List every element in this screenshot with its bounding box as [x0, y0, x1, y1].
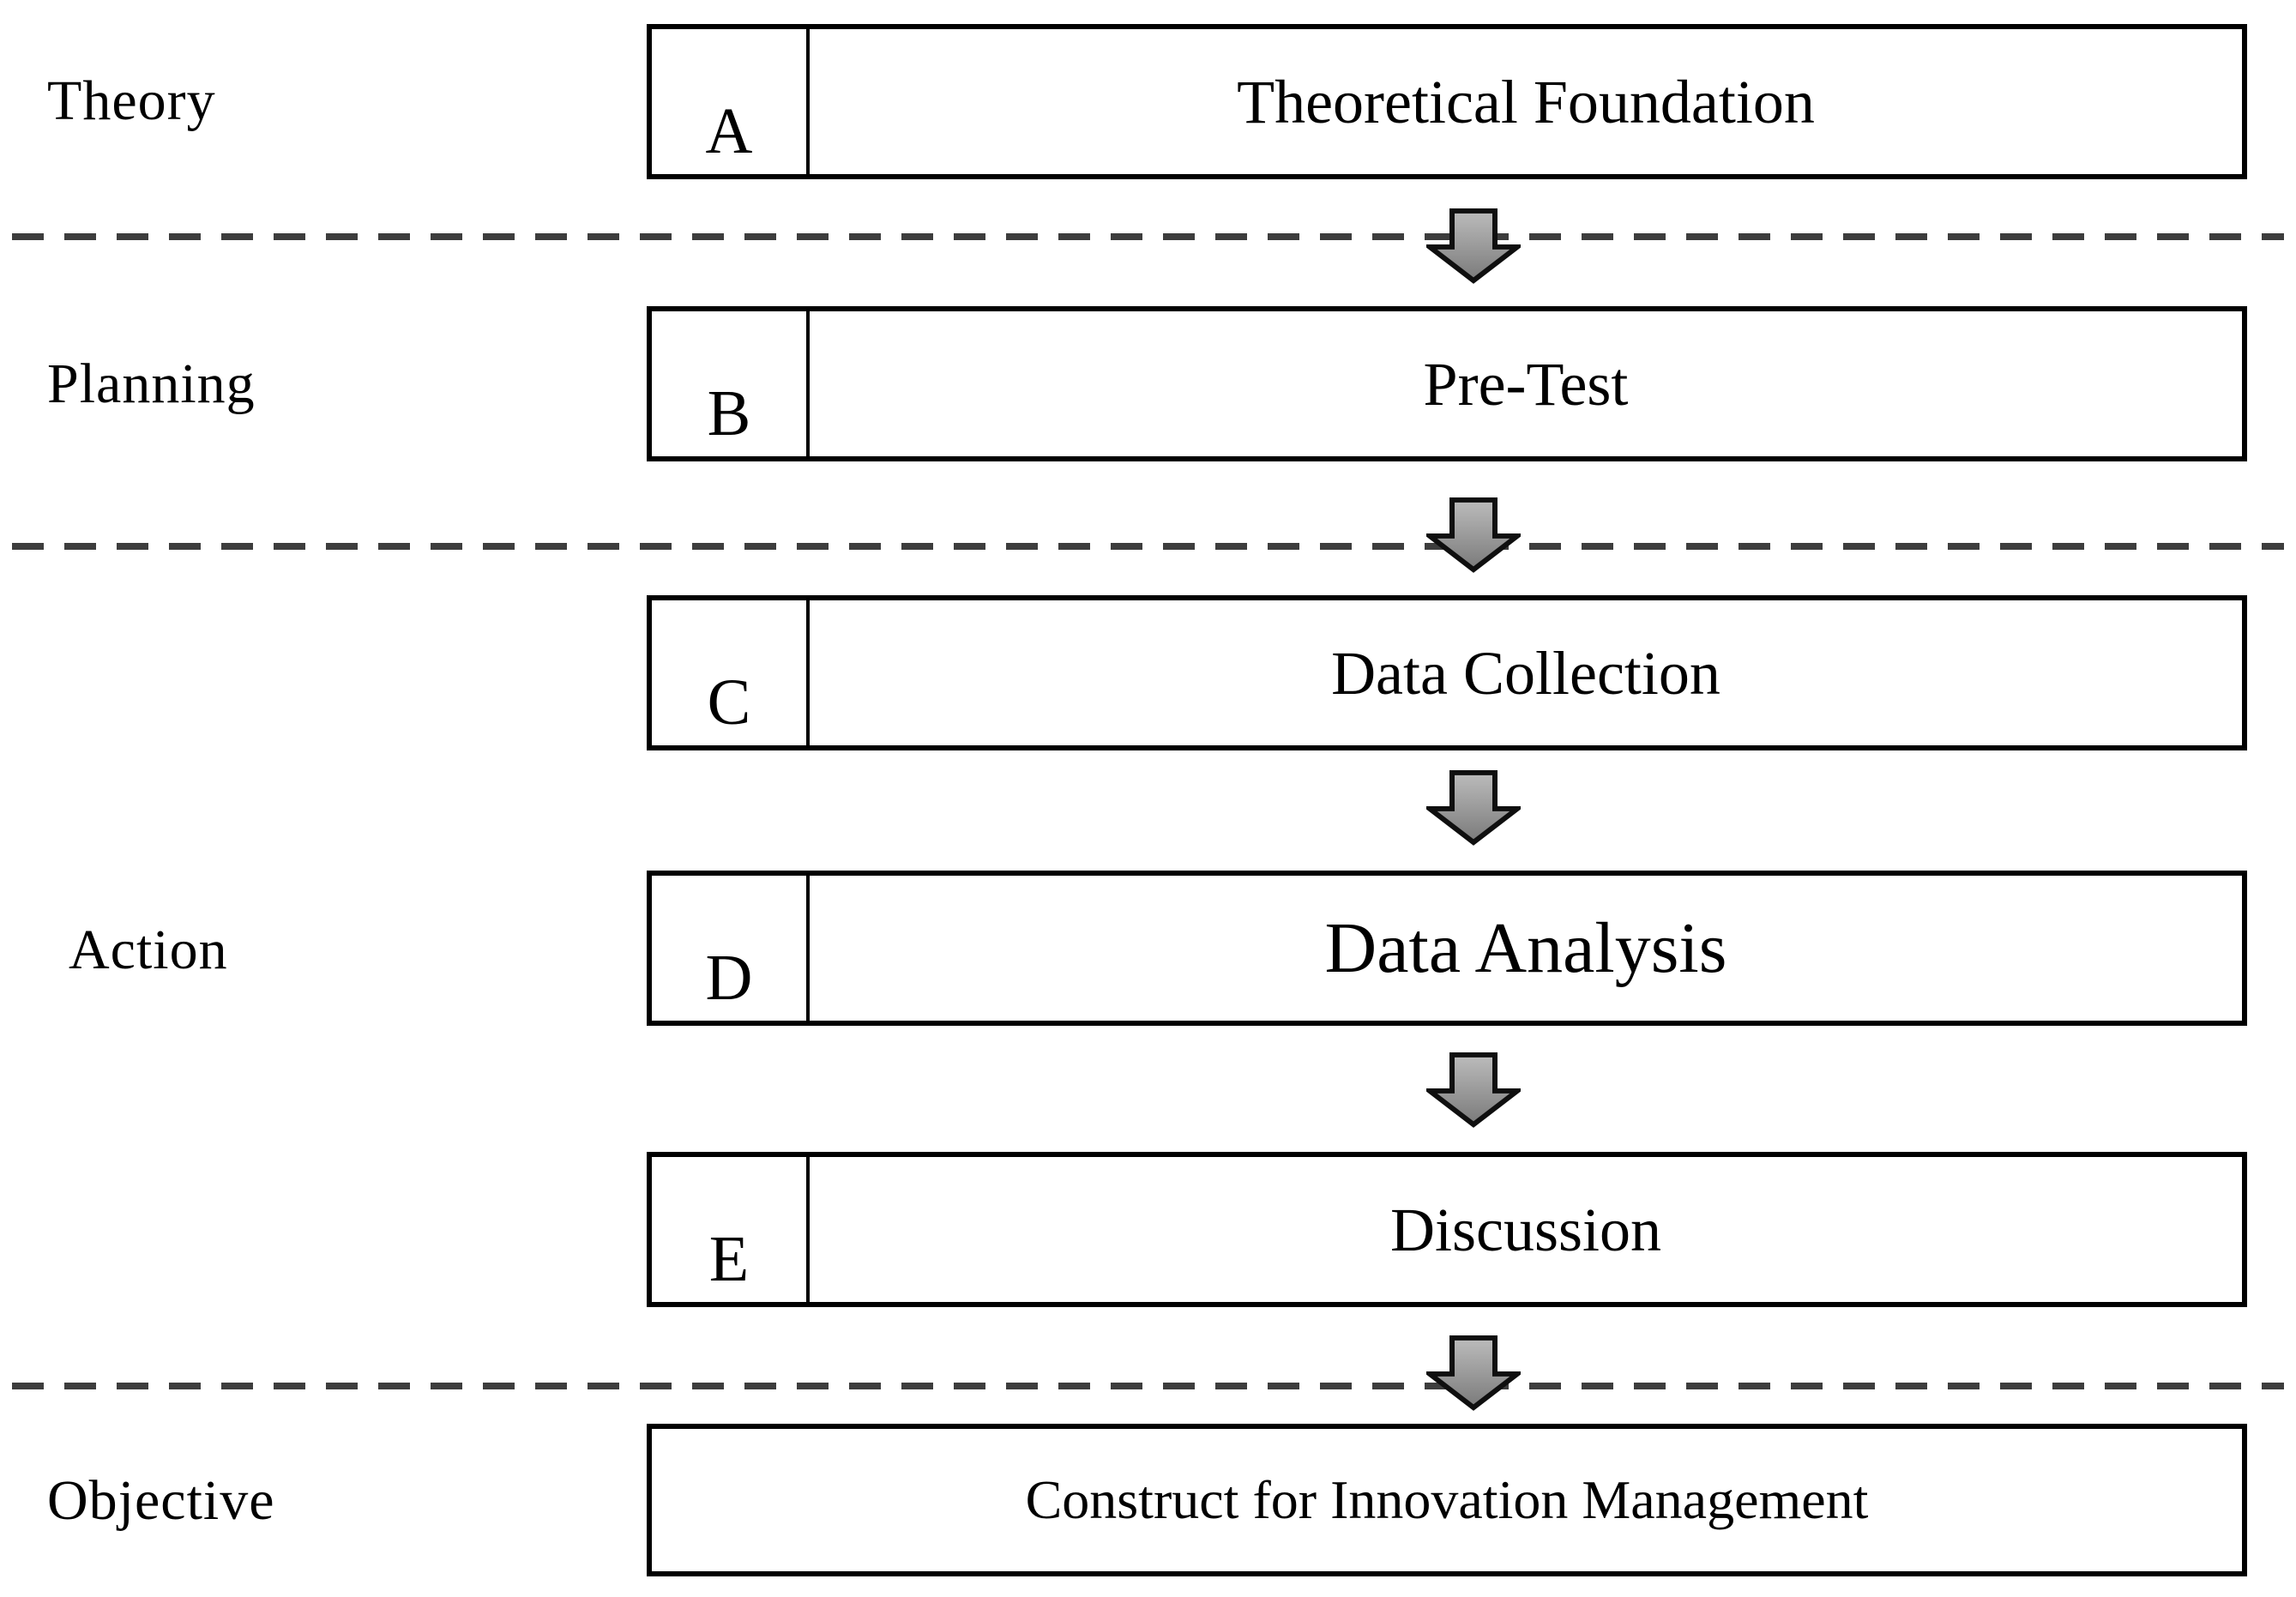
- stage-label-theory: Theory: [47, 69, 216, 132]
- dashed-separator-action-objective: [12, 1383, 2284, 1389]
- process-box-b: B Pre-Test: [647, 306, 2247, 461]
- dashed-separator-planning-action: [12, 543, 2284, 550]
- down-arrow-icon: [1426, 1052, 1521, 1128]
- process-letter-a: A: [652, 29, 810, 174]
- down-arrow-icon: [1426, 208, 1521, 284]
- process-label-pre-test: Pre-Test: [1423, 349, 1629, 419]
- down-arrow-icon: [1426, 770, 1521, 846]
- objective-box: Construct for Innovation Management: [647, 1424, 2247, 1576]
- process-box-c: C Data Collection: [647, 595, 2247, 750]
- process-label-data-collection: Data Collection: [1331, 638, 1720, 708]
- process-letter-e: E: [652, 1157, 810, 1302]
- down-arrow-icon: [1426, 497, 1521, 573]
- process-box-e: E Discussion: [647, 1152, 2247, 1307]
- process-label-discussion: Discussion: [1389, 1195, 1662, 1264]
- stage-label-planning: Planning: [47, 353, 256, 415]
- dashed-separator-theory-planning: [12, 233, 2284, 240]
- stage-label-action: Action: [69, 919, 228, 981]
- objective-box-label: Construct for Innovation Management: [1025, 1469, 1869, 1530]
- down-arrow-icon: [1426, 1335, 1521, 1411]
- process-letter-d: D: [652, 876, 810, 1021]
- process-letter-b: B: [652, 311, 810, 456]
- process-label-theoretical-foundation: Theoretical Foundation: [1237, 67, 1815, 136]
- stage-label-objective: Objective: [47, 1469, 275, 1532]
- process-label-data-analysis: Data Analysis: [1324, 907, 1727, 988]
- process-box-d: D Data Analysis: [647, 871, 2247, 1026]
- process-box-a: A Theoretical Foundation: [647, 24, 2247, 179]
- process-letter-c: C: [652, 600, 810, 745]
